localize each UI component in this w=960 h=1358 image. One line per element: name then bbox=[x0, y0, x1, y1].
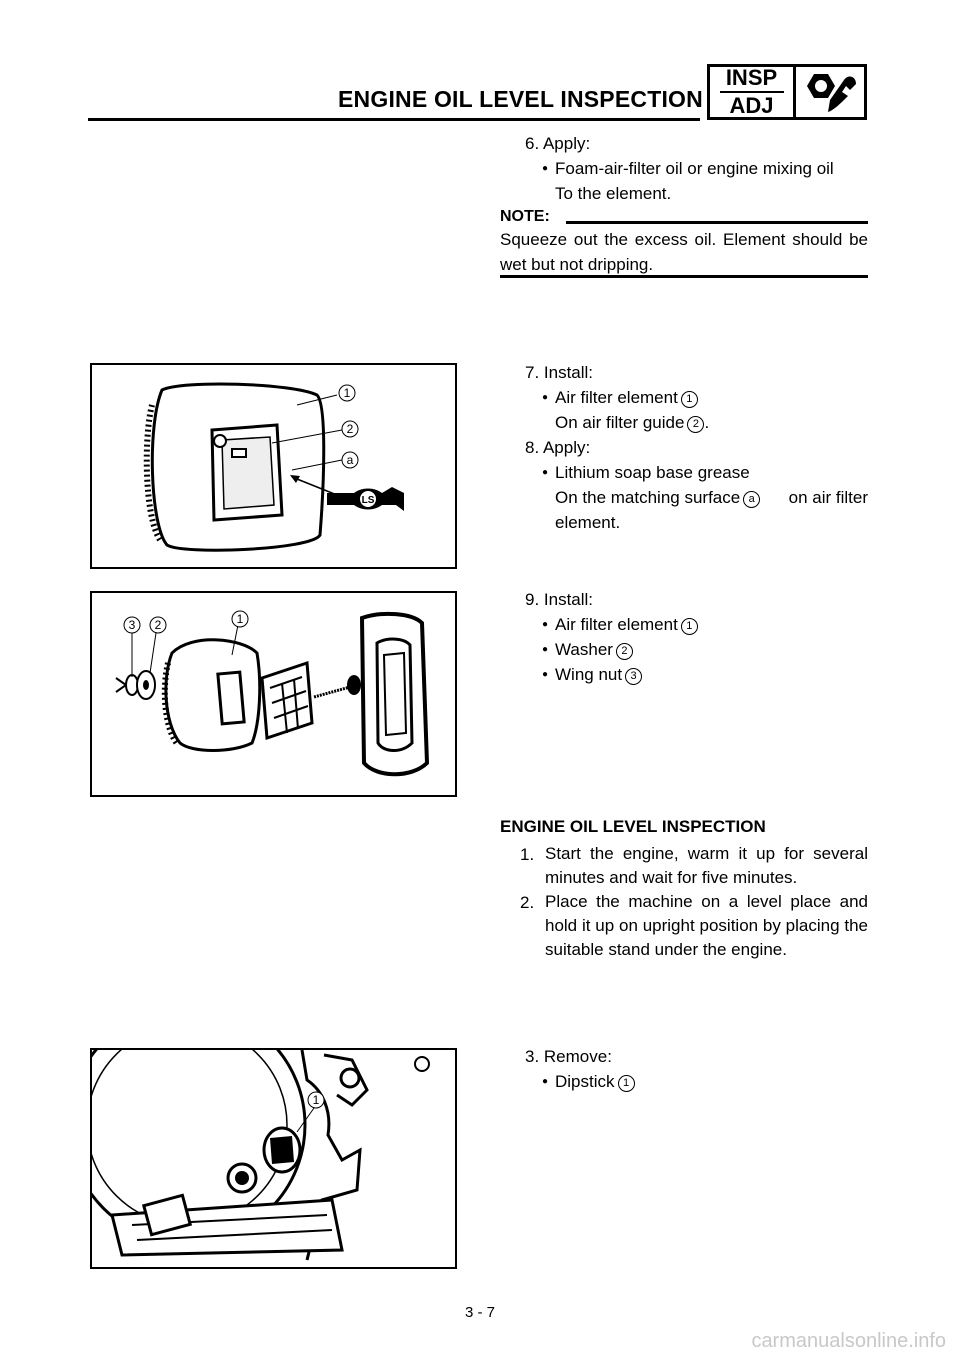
exploded-assembly-illustration: 3 2 1 bbox=[115, 610, 430, 777]
para-2-number: 2. bbox=[520, 893, 535, 912]
badge-text: INSP ADJ bbox=[710, 67, 796, 117]
note-text: Squeeze out the excess oil. Element shou… bbox=[500, 230, 868, 274]
step-8-line3: element. bbox=[555, 513, 621, 532]
step-7-line2-text: On air filter guide bbox=[555, 413, 685, 432]
figure-dipstick: 1 bbox=[67, 1005, 457, 1269]
callout-1: 1 bbox=[680, 391, 698, 408]
header-rule bbox=[88, 118, 700, 121]
fig1-callout-2: 2 bbox=[347, 422, 354, 436]
step-8-line2-text: On the matching surface bbox=[555, 488, 741, 507]
step-9-item-text: Wing nut bbox=[555, 665, 623, 684]
figure-air-filter-grease: LS 1 2 a bbox=[90, 363, 457, 569]
step-3-label: 3. Remove: bbox=[525, 1047, 612, 1066]
section-heading: ENGINE OIL LEVEL INSPECTION bbox=[500, 817, 766, 836]
callout-1: 1 bbox=[680, 618, 698, 635]
step-8-bullet: Lithium soap base grease bbox=[542, 460, 750, 485]
wrench-nut-icon bbox=[796, 67, 864, 117]
fig2-callout-3: 3 bbox=[129, 618, 136, 632]
fig2-callout-1: 1 bbox=[237, 612, 244, 626]
step-6-line2: To the element. bbox=[555, 184, 672, 203]
fig1-callout-1: 1 bbox=[344, 386, 351, 400]
step-6-label: 6. Apply: bbox=[525, 134, 591, 153]
step-7-label: 7. Install: bbox=[525, 363, 594, 382]
engine-dipstick-illustration: 1 bbox=[67, 1005, 430, 1261]
para-2: Place the machine on a level place and h… bbox=[545, 892, 868, 959]
para-1: Start the engine, warm it up for several… bbox=[545, 844, 868, 887]
note-label: NOTE: bbox=[500, 208, 550, 225]
fig2-callout-2: 2 bbox=[155, 618, 162, 632]
page-title: ENGINE OIL LEVEL INSPECTION bbox=[338, 86, 703, 112]
air-filter-illustration: LS 1 2 a bbox=[143, 382, 404, 552]
step-8-label: 8. Apply: bbox=[525, 438, 591, 457]
watermark: carmanualsonline.info bbox=[751, 1330, 946, 1352]
callout-2: 2 bbox=[687, 416, 705, 433]
callout-3: 3 bbox=[625, 668, 643, 685]
note-rule-top bbox=[566, 221, 868, 224]
note-rule-bottom bbox=[500, 275, 868, 278]
step-9-item-text: Air filter element bbox=[555, 615, 678, 634]
badge-top-text: INSP bbox=[725, 65, 778, 90]
step-9-label: 9. Install: bbox=[525, 590, 594, 609]
callout-a: a bbox=[743, 491, 761, 508]
ls-grease-label: LS bbox=[362, 495, 375, 506]
figure-air-filter-exploded: 3 2 1 bbox=[90, 591, 457, 797]
badge-bottom-text: ADJ bbox=[729, 93, 774, 118]
step-9-item-text: Washer bbox=[555, 640, 613, 659]
fig1-callout-a: a bbox=[347, 453, 354, 467]
callout-2: 2 bbox=[615, 643, 633, 660]
insp-adj-badge: INSP ADJ bbox=[707, 64, 867, 120]
callout-1: 1 bbox=[617, 1075, 635, 1092]
para-1-number: 1. bbox=[520, 845, 535, 864]
page-number: 3 - 7 bbox=[464, 1304, 495, 1321]
step-6-bullet: Foam-air-filter oil or engine mixing oil bbox=[542, 156, 834, 181]
step-3-bullet-text: Dipstick bbox=[555, 1072, 615, 1091]
fig3-callout-1: 1 bbox=[313, 1093, 320, 1107]
step-8-line2-end: on air filter bbox=[788, 488, 868, 507]
step-7-bullet-text: Air filter element bbox=[555, 388, 678, 407]
